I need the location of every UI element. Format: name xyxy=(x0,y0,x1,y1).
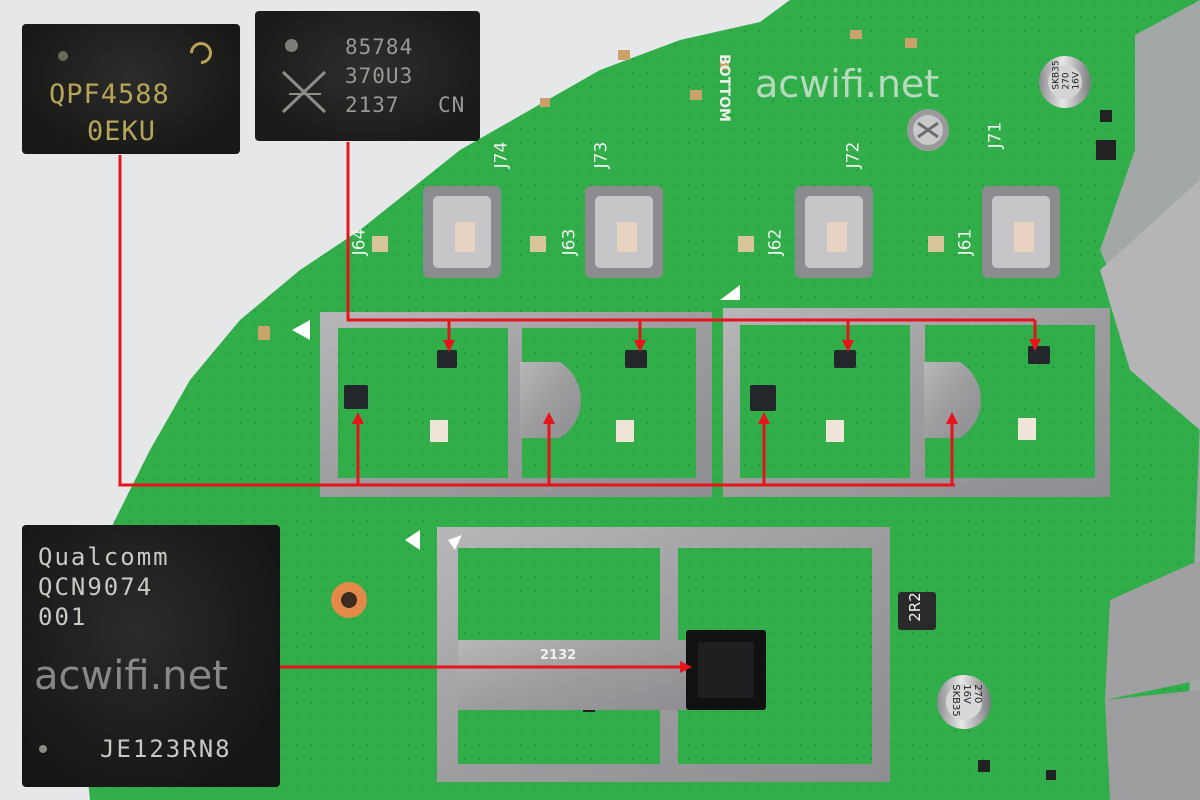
inset-qcn9074-chip: Qualcomm QCN9074 001 acwifi.net JE123RN8 xyxy=(22,525,280,787)
pin1-dot xyxy=(285,39,298,52)
rf-shield-frames xyxy=(292,285,1110,497)
cap-top-marking: SKB35 270 16V xyxy=(1052,60,1082,89)
label-j62: J62 xyxy=(765,228,786,256)
cap-top-line3: 16V xyxy=(1071,72,1082,90)
label-shield-code: 2132 xyxy=(540,648,577,663)
label-j64: J64 xyxy=(349,228,370,256)
antenna-connector-cages xyxy=(423,186,1060,278)
cap-bottom-line3: SKB35 xyxy=(949,684,961,717)
label-j74: J74 xyxy=(491,141,512,169)
qcn9074-shield xyxy=(405,527,890,782)
label-bottom: BOTTOM xyxy=(715,54,732,122)
arrowheads xyxy=(352,339,1041,673)
qcn-line3: 001 xyxy=(38,603,88,631)
inset-skyworks-85784-chip: 85784 370U3 2137 CN xyxy=(255,11,480,141)
label-j73: J73 xyxy=(591,141,612,169)
label-j72: J72 xyxy=(843,141,864,169)
watermark-chip: acwifi.net xyxy=(34,653,228,699)
sky-line1: 85784 xyxy=(345,35,414,59)
qpf-line1: QPF4588 xyxy=(49,79,170,110)
pin1-dot xyxy=(58,51,68,61)
label-j63: J63 xyxy=(559,228,580,256)
annotation-arrows xyxy=(118,142,1037,669)
label-j61: J61 xyxy=(955,228,976,256)
cap-bottom-line2: 16V xyxy=(960,684,972,704)
skyworks-logo-icon xyxy=(281,70,327,114)
watermark-top: acwifi.net xyxy=(755,62,940,106)
qcn-line4: JE123RN8 xyxy=(100,735,232,763)
qcn-line1: Qualcomm xyxy=(38,543,170,571)
cap-top-line1: SKB35 xyxy=(1051,60,1062,90)
qpf-line2: 0EKU xyxy=(87,116,157,147)
sky-line2: 370U3 xyxy=(345,64,414,88)
electrolytic-capacitor-top xyxy=(1039,56,1091,108)
qcn-line2: QCN9074 xyxy=(38,573,154,601)
pin1-dot xyxy=(39,745,47,753)
label-inductor: 2R2 xyxy=(905,592,924,622)
qcn9074-die xyxy=(686,630,766,710)
qorvo-logo-icon xyxy=(185,37,217,69)
electrolytic-capacitor-bottom xyxy=(937,675,991,729)
label-j71: J71 xyxy=(985,121,1006,149)
sky-line3: 2137 xyxy=(345,93,400,117)
cap-top-line2: 270 xyxy=(1061,72,1072,90)
cap-bottom-marking: 270 16V SKB35 xyxy=(950,684,983,717)
sky-line4: CN xyxy=(438,93,466,117)
cap-bottom-line1: 270 xyxy=(971,684,983,704)
inset-qpf4588-chip: QPF4588 0EKU xyxy=(22,24,240,154)
